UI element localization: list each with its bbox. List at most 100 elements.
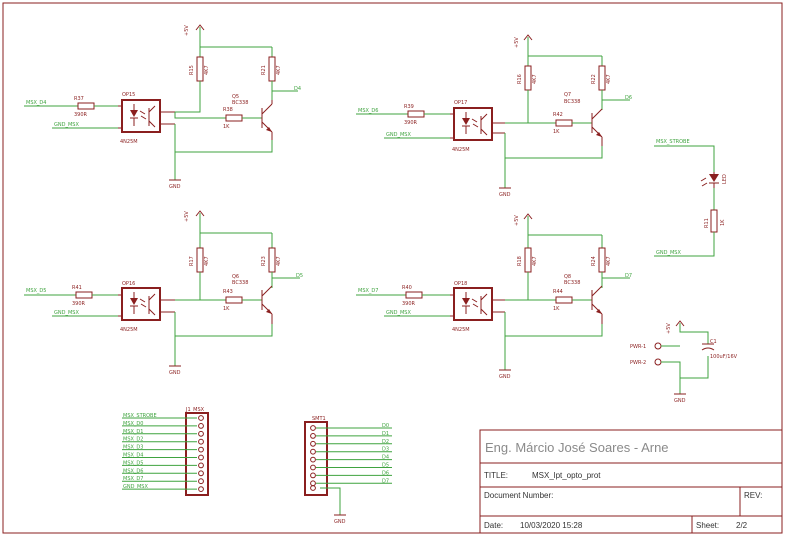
ref-label: R17 [189,256,195,266]
net-label: GND_MSX [386,310,411,316]
resistor [405,291,423,299]
ground-label: GND [674,398,686,404]
connector-pin [198,462,204,469]
resistor [196,247,204,273]
value-label: 100uF/16V [710,354,738,360]
connector-j1: J1_MSX MSX_STROBEMSX_D0MSX_D1MSX_D2MSX_D… [122,407,209,496]
supply-label: +5V [184,211,190,222]
value-label: BC338 [232,280,248,286]
power-pad-1 [654,342,662,350]
value-label: BC338 [564,99,580,105]
ref-label: R11 [704,218,710,228]
connector-pin [198,486,204,493]
value-label: 390R [74,112,88,118]
led-triangle [462,118,470,125]
ground-label: GND [499,192,511,198]
connector-body [304,421,328,496]
supply-symbol [523,213,533,220]
value-label: 1K [223,124,230,130]
net-label: MSX_D6 [358,108,378,114]
ref-label: Q7 [564,92,571,98]
ref-label: R18 [517,256,523,266]
optocoupler [453,107,493,141]
channel-2: +5V R16 4K7 R22 4K7 D6 MSX_D6 R39 390R G… [356,34,632,198]
connector-pin [310,480,316,487]
ref-label: Q8 [564,274,571,280]
net-label: D6 [625,95,632,101]
ground-label: GND [169,184,181,190]
sheet-label: Sheet: [696,521,719,530]
value-label: 1K [553,306,560,312]
connector-pin [310,425,316,431]
pin-net-label: GND_MSX [123,484,148,490]
ref-label: R16 [517,74,523,84]
value-label: BC338 [564,280,580,286]
pin-net-label: MSX_D0 [123,421,143,427]
ref-label: OP15 [122,92,135,98]
pin-net-label: MSX_D6 [123,468,143,474]
pin-net-label: MSX_D3 [123,445,143,451]
connector-name: SMT1 [312,416,326,422]
net-label: D7 [625,273,632,279]
capacitor [701,343,715,351]
strobe-led-circuit: MSX_STROBE LED R11 1K GND_MSX [654,139,728,257]
channel-4: +5V R18 4K7 R24 4K7 D7 MSX_D7 R40 390R G… [356,213,632,380]
pin-net-label: MSX_D7 [123,476,143,482]
ref-label: Q5 [232,94,239,100]
power-pad-2 [654,358,662,366]
ref-label: R23 [261,256,267,266]
transistor [261,285,273,324]
pin-net-label: D4 [382,455,389,461]
optocoupler [453,287,493,321]
ground-label: GND [334,519,346,525]
value-label: 1K [223,306,230,312]
ref-label: R39 [404,104,414,110]
resistor [268,56,276,82]
pin-net-label: D2 [382,439,389,445]
led-triangle [130,110,138,117]
pin-net-label: D5 [382,463,389,469]
ref-label: OP17 [454,100,467,106]
power-input-circuit: +5V C1 100uF/16V PWR-1 PWR-2 GND [630,320,738,404]
supply-label: +5V [514,37,520,48]
ref-label: R24 [591,256,597,266]
resistor [555,296,573,304]
resistor [524,65,532,91]
pin-net-label: D7 [382,478,389,484]
value-label: 4K7 [276,256,282,266]
value-label: 390R [72,301,86,307]
connector-pin [310,485,316,491]
connector-pin [310,472,316,479]
led-triangle [130,298,138,305]
ref-label: R43 [223,289,233,295]
resistor [225,114,243,122]
pin-net-label: MSX_D1 [123,429,143,435]
resistor [524,247,532,273]
connector-pin [310,448,316,455]
channel-1: +5V R15 4K7 R21 4K7 D4 MSX_D4 R37 390R G… [24,24,301,190]
value-label: BC338 [232,100,248,106]
value-label: 4N25M [120,327,138,333]
net-label: GND_MSX [54,122,79,128]
net-label: D4 [294,86,301,92]
value-label: 4K7 [204,256,210,266]
resistor [77,102,95,110]
connector-body [185,412,209,496]
date-value: 10/03/2020 15:28 [520,521,583,530]
value-label: 4N25M [452,327,470,333]
connector-pin [198,423,204,429]
pin-net-label: MSX_D2 [123,437,143,443]
title-label: TITLE: [484,471,508,480]
net-label: GND_MSX [386,132,411,138]
value-label: 4N25M [120,139,138,145]
pin-label: PWR-2 [630,360,646,366]
connector-name: J1_MSX [185,407,205,413]
value-label: 4K7 [204,65,210,75]
resistor [598,247,606,273]
transistor [591,108,603,146]
net-label: MSX_D5 [26,288,46,294]
net-label: GND_MSX [54,310,79,316]
ground-label: GND [499,374,511,380]
